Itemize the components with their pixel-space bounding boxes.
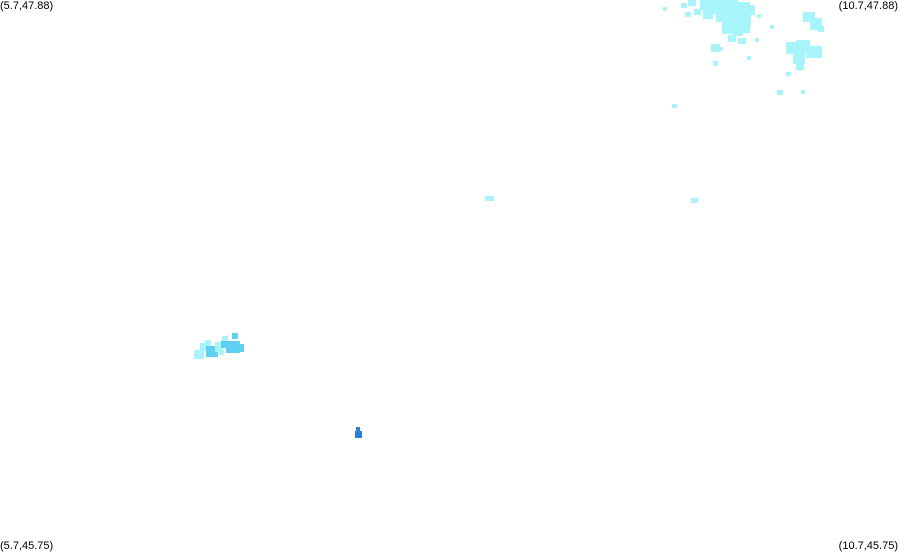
precip-cell: [356, 427, 360, 433]
corner-coord-top-right: (10.7,47.88): [838, 0, 898, 12]
isolated-precip-cells: [485, 196, 698, 203]
precip-cell: [727, 12, 741, 25]
precip-cell: [205, 340, 211, 346]
precip-cell: [222, 336, 228, 341]
precip-cell: [694, 9, 701, 15]
precip-cell: [711, 44, 720, 52]
precip-cell: [722, 22, 734, 34]
precip-cell: [777, 90, 783, 95]
precip-cell: [355, 431, 362, 438]
precip-cell: [747, 56, 751, 60]
northeast-precip-cluster: [663, 0, 824, 108]
precip-cell: [716, 12, 728, 22]
precip-cell: [755, 38, 759, 42]
precip-cell: [236, 344, 244, 352]
precip-cell: [194, 350, 204, 359]
precip-cell: [719, 47, 723, 51]
precip-cell: [485, 196, 494, 201]
precip-cell: [724, 0, 738, 12]
blue-precip-cell-group: [355, 427, 362, 438]
precip-cell: [700, 0, 712, 10]
precip-cell: [745, 5, 755, 15]
precip-cell: [796, 62, 804, 70]
precip-cell: [728, 35, 736, 42]
precip-cell: [738, 38, 746, 44]
precip-cell: [688, 0, 696, 6]
precip-cell: [221, 340, 227, 348]
precip-cell: [232, 333, 238, 339]
precip-cell: [703, 10, 713, 19]
precip-cell: [770, 25, 774, 29]
precip-cell: [663, 7, 667, 11]
southwest-precip-cluster: [194, 333, 244, 359]
precip-cell: [818, 26, 824, 32]
precip-cell: [215, 342, 223, 352]
corner-coord-top-left: (5.7,47.88): [0, 0, 54, 12]
precip-cell: [672, 104, 677, 108]
corner-coord-bottom-left: (5.7,45.75): [0, 540, 54, 552]
precip-cell: [681, 3, 687, 8]
precip-cell: [742, 26, 750, 33]
precip-cell: [219, 350, 224, 355]
precip-cell: [200, 343, 208, 351]
precip-cell: [713, 61, 718, 66]
precip-cell: [806, 46, 822, 58]
precip-cell: [733, 24, 743, 36]
precip-cell: [691, 198, 698, 203]
precip-cell: [801, 90, 805, 94]
precip-cell: [739, 14, 751, 26]
corner-coord-bottom-right: (10.7,45.75): [838, 540, 898, 552]
precip-cell: [685, 12, 691, 17]
precip-cell: [786, 72, 791, 76]
precip-cell: [803, 12, 815, 22]
precip-cell: [206, 346, 218, 357]
precip-cell: [793, 52, 805, 64]
precip-cell: [757, 14, 761, 18]
